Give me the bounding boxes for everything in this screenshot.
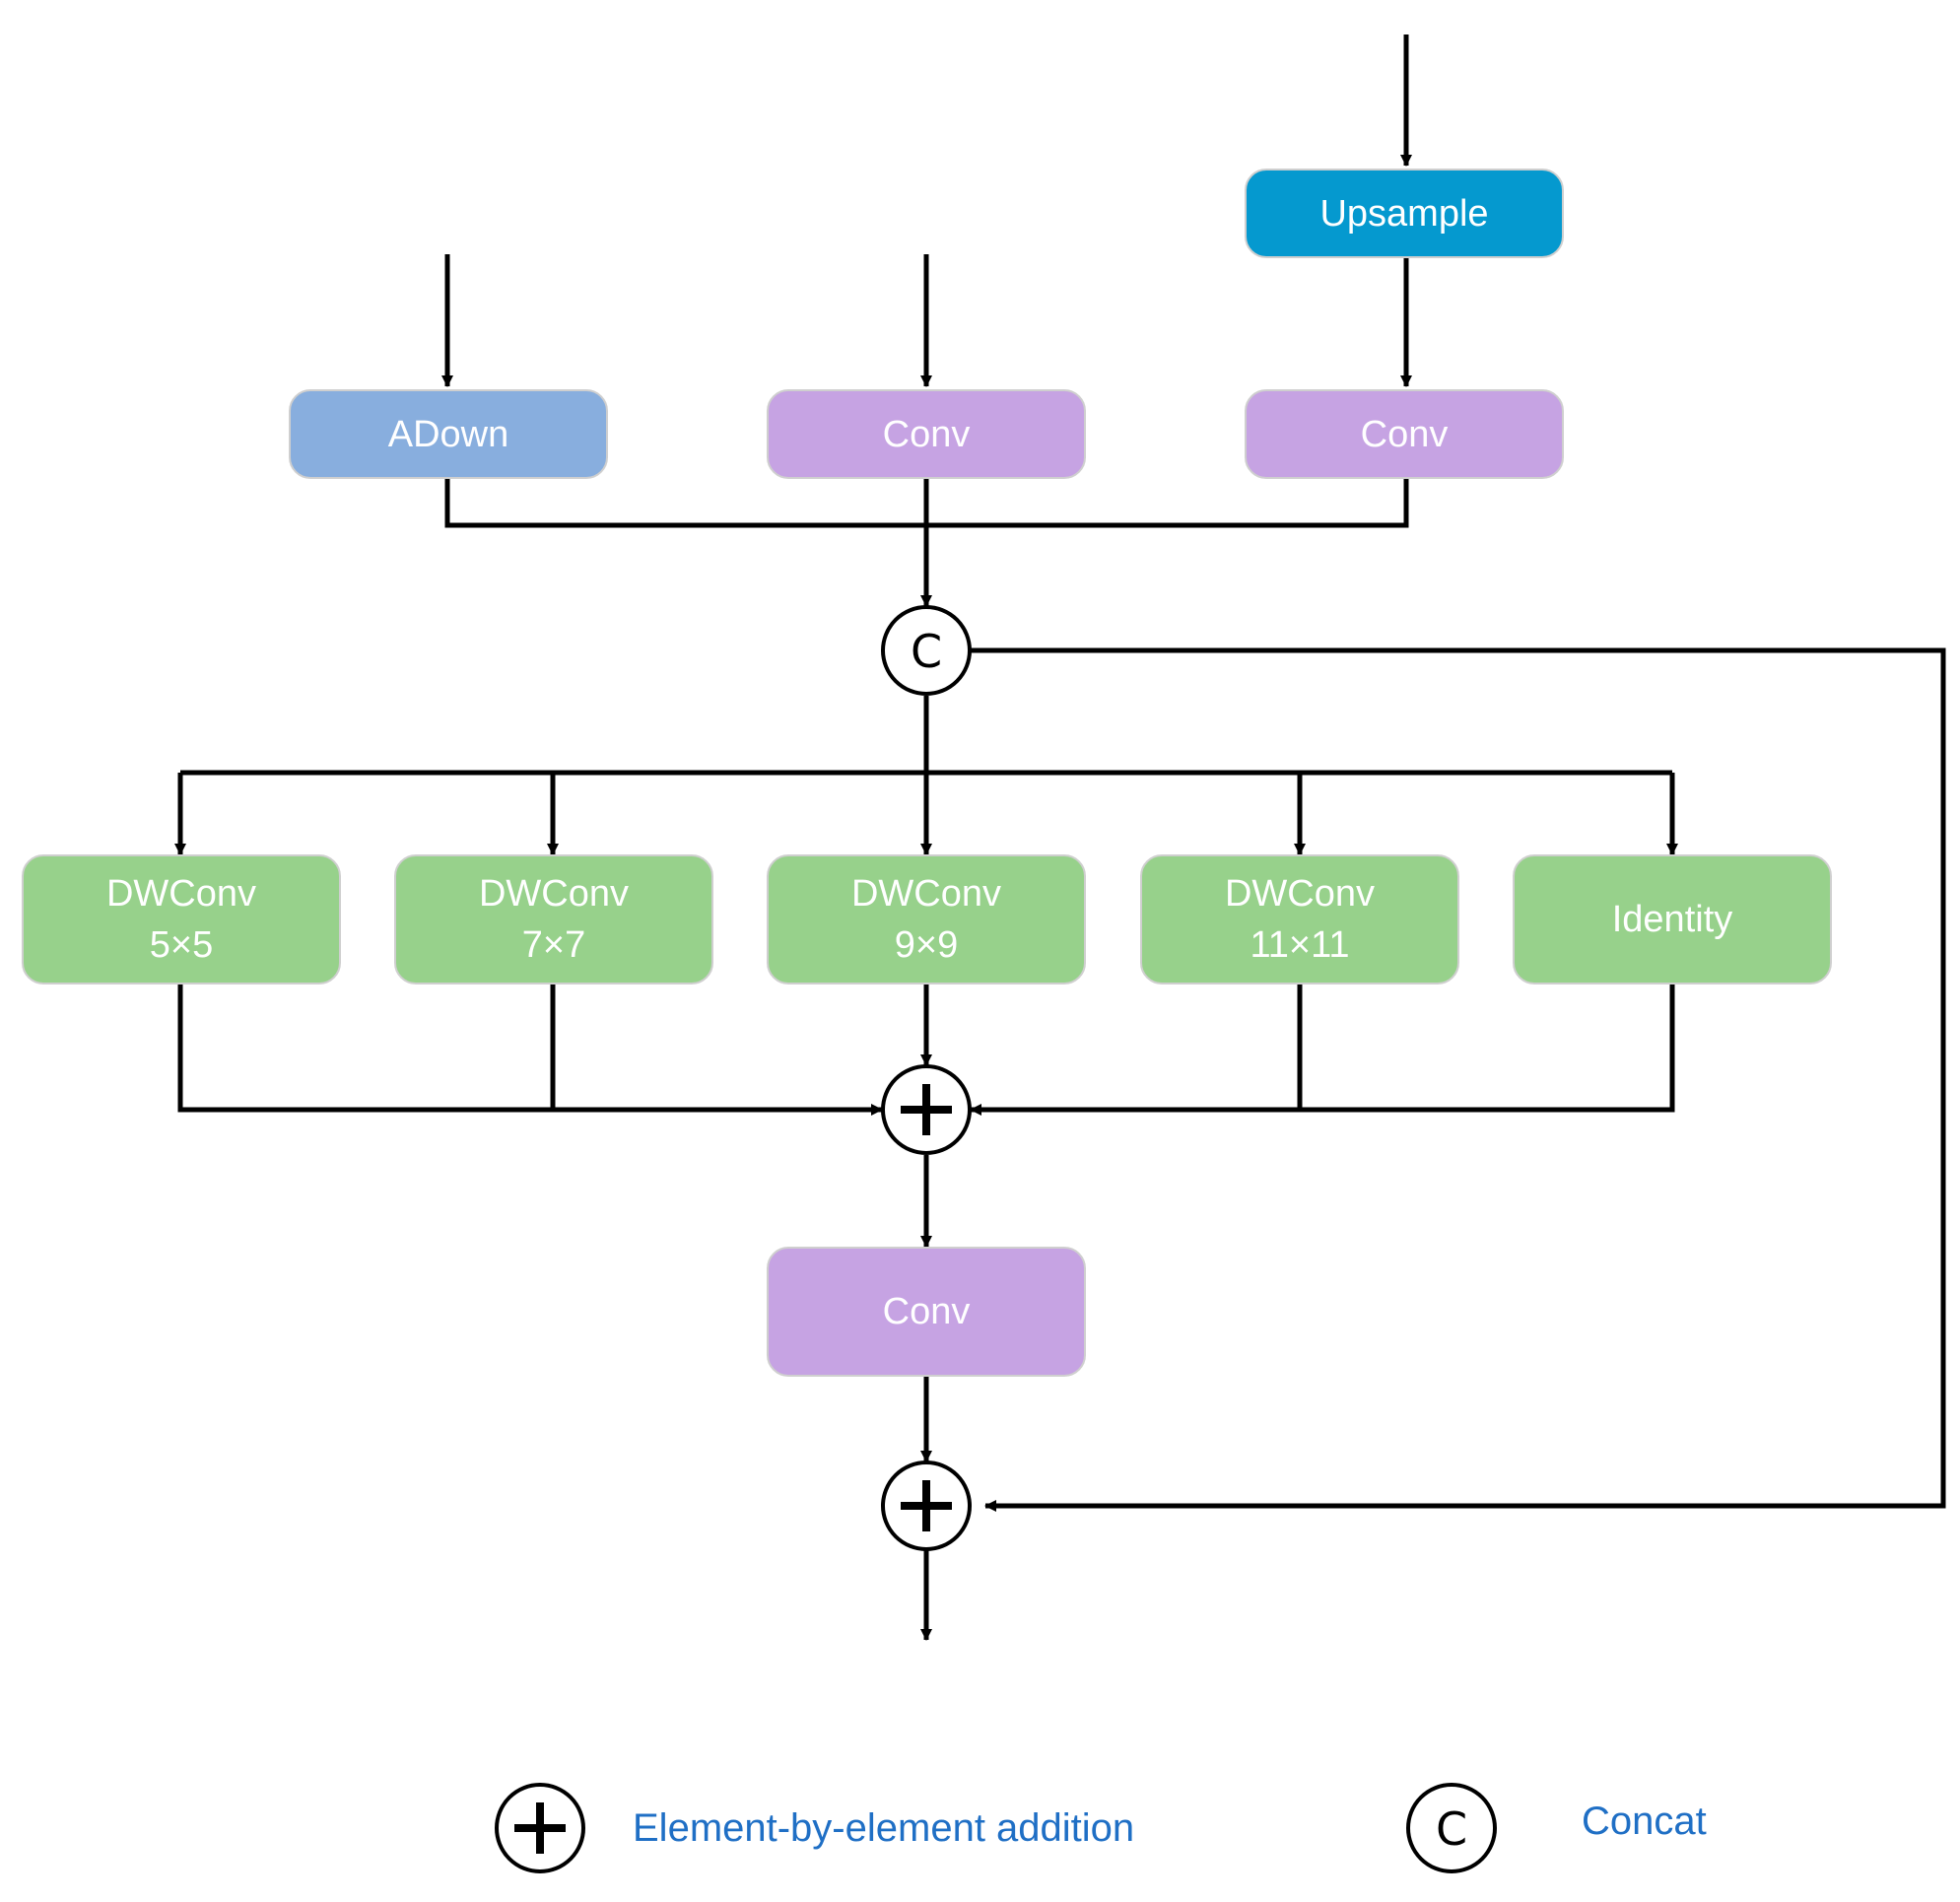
- concat-symbol: C: [911, 625, 942, 678]
- dwconv-11-block: DWConv 11×11: [1140, 854, 1459, 985]
- identity-label: Identity: [1611, 899, 1733, 940]
- identity-block: Identity: [1513, 854, 1832, 985]
- upsample-label: Upsample: [1319, 192, 1489, 235]
- plus-icon: [901, 1084, 952, 1135]
- conv-middle-label: Conv: [882, 413, 971, 455]
- plus-icon: [514, 1802, 566, 1854]
- legend-concat-label: Concat: [1582, 1800, 1707, 1843]
- dwconv-9-block: DWConv 9×9: [767, 854, 1086, 985]
- dwconv-11-name: DWConv: [1224, 873, 1376, 915]
- dwconv-9-kernel: 9×9: [894, 924, 959, 966]
- conv-bottom-label: Conv: [882, 1291, 971, 1332]
- add-operator-1: [881, 1064, 972, 1155]
- dwconv-5-name: DWConv: [105, 873, 257, 915]
- conv-right-label: Conv: [1360, 413, 1449, 455]
- adown-label: ADown: [387, 413, 509, 455]
- conv-block-bottom: Conv: [767, 1247, 1086, 1377]
- dwconv-5-kernel: 5×5: [149, 924, 214, 966]
- dwconv-5-block: DWConv 5×5: [22, 854, 341, 985]
- concat-circle: [881, 605, 972, 696]
- residual-skip-line: [971, 647, 1946, 1512]
- legend-add-symbol: [495, 1783, 585, 1873]
- conv-block-right: Conv: [1245, 389, 1564, 479]
- legend-concat-letter: C: [1436, 1802, 1467, 1856]
- dwconv-7-name: DWConv: [478, 873, 630, 915]
- concat-operator: C: [881, 605, 972, 696]
- legend-addition-label: Element-by-element addition: [633, 1806, 1135, 1850]
- dwconv-7-kernel: 7×7: [521, 924, 586, 966]
- upsample-block: Upsample: [1245, 169, 1564, 258]
- add-operator-2: [881, 1460, 972, 1551]
- conv-block-middle: Conv: [767, 389, 1086, 479]
- dwconv-9-name: DWConv: [850, 873, 1002, 915]
- dwconv-11-kernel: 11×11: [1250, 924, 1350, 966]
- dwconv-7-block: DWConv 7×7: [394, 854, 713, 985]
- legend-concat-symbol: C: [1406, 1783, 1497, 1873]
- legend-concat-circle: [1406, 1783, 1497, 1873]
- connectors: [174, 34, 1946, 1641]
- gather-line-right: [970, 984, 1675, 1116]
- gather-line-left: [177, 984, 883, 1116]
- adown-block: ADown: [289, 389, 608, 479]
- plus-icon: [901, 1480, 952, 1531]
